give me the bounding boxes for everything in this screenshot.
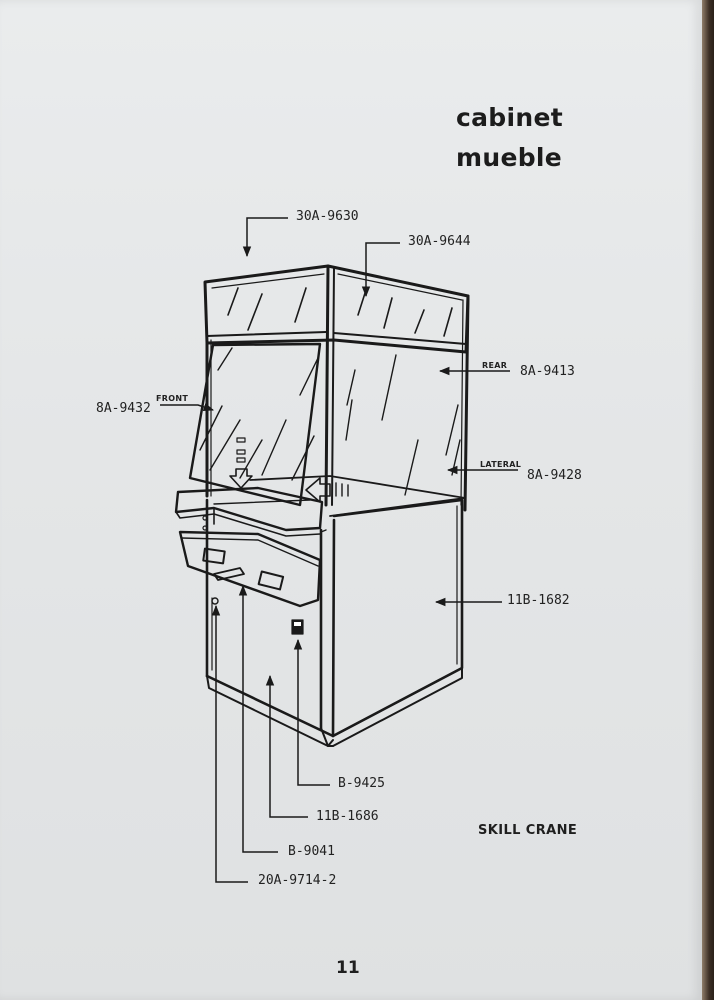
- coin-door-lock: [291, 619, 304, 635]
- front-glass: [188, 342, 322, 507]
- leader-11B-1686: [265, 674, 308, 818]
- leader-30A-9644: [361, 242, 400, 298]
- leader-B-9425: [293, 638, 330, 786]
- part-number-20A-9714-2: 20A-9714-2: [258, 873, 337, 888]
- part-number-30A-9644: 30A-9644: [408, 234, 471, 249]
- label-front: FRONT: [156, 394, 189, 403]
- coin-box: [178, 530, 322, 608]
- leader-20A-9714-2: [211, 604, 248, 883]
- title-english: cabinet: [456, 103, 563, 132]
- product-name: SKILL CRANE: [478, 823, 578, 838]
- label-rear: REAR: [482, 361, 508, 370]
- label-lateral: LATERAL: [480, 460, 522, 469]
- part-number-8A-9428: 8A-9428: [527, 468, 582, 483]
- part-number-8A-9413: 8A-9413: [520, 364, 575, 379]
- part-number-11B-1682: 11B-1682: [507, 593, 570, 608]
- part-number-8A-9432: 8A-9432: [96, 401, 151, 416]
- leader-B-9041: [238, 584, 278, 853]
- part-number-B-9425: B-9425: [338, 776, 385, 791]
- page-edge: [702, 0, 714, 1000]
- part-number-11B-1686: 11B-1686: [316, 809, 379, 824]
- page-number: 11: [336, 958, 360, 978]
- top-frame: [203, 264, 470, 354]
- part-number-B-9041: B-9041: [288, 844, 335, 859]
- leader-8A-9432: [160, 403, 214, 411]
- part-number-30A-9630: 30A-9630: [296, 209, 359, 224]
- control-shelf: [174, 486, 324, 532]
- title-spanish: mueble: [456, 143, 563, 172]
- leader-30A-9630: [242, 217, 288, 258]
